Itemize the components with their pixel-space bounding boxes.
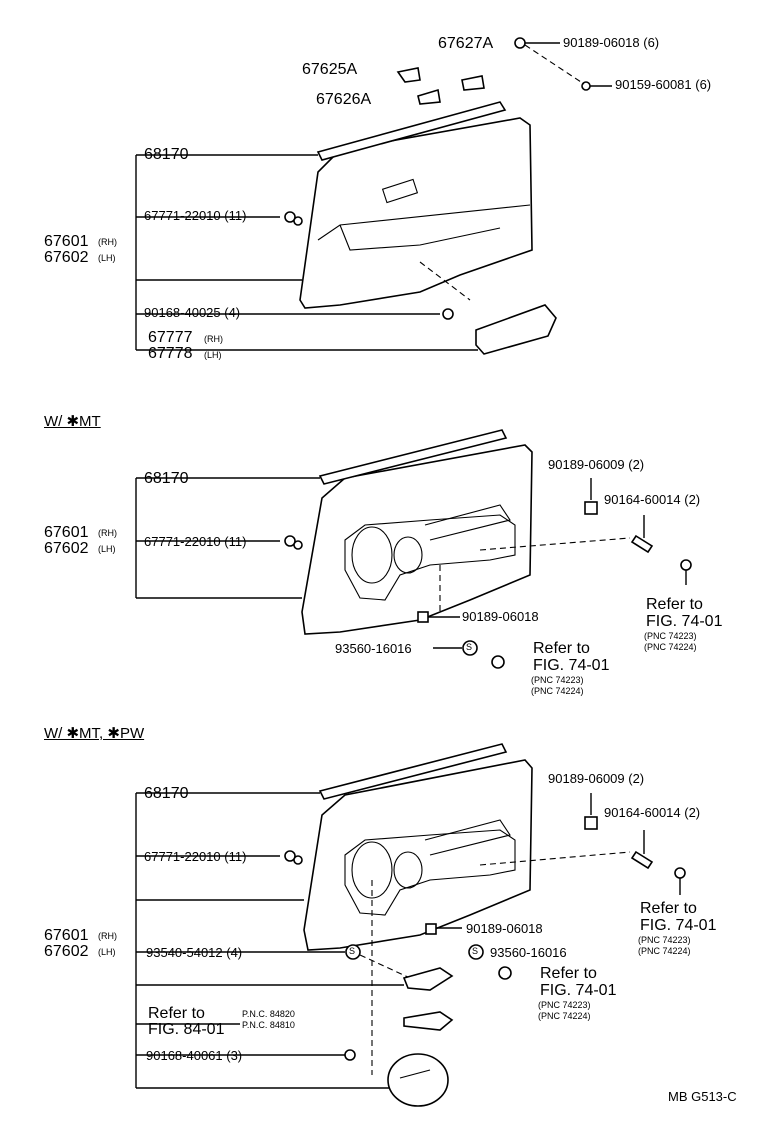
label-refer-to-3c: Refer to — [148, 1005, 205, 1022]
label-s-mark-3b: S — [472, 946, 479, 956]
clip-67771-22010-2 — [284, 535, 296, 547]
diagram-code: MB G513-C — [668, 1089, 737, 1104]
speaker-cover — [387, 1053, 449, 1107]
label-90168-40061-3: 90168-40061 (3) — [146, 1048, 243, 1063]
label-refer-to-2a: Refer to — [646, 596, 703, 613]
label-93560-16016-3: 93560-16016 — [490, 945, 567, 960]
bracket-67627A — [461, 75, 485, 91]
label-67601-3: 67601 — [44, 927, 89, 944]
label-lh-67778: (LH) — [204, 350, 222, 360]
door-trim-panel-2 — [301, 444, 533, 635]
bracket-67626A — [417, 88, 441, 105]
label-fig-74-01-3b: FIG. 74-01 — [540, 982, 617, 999]
label-67627A: 67627A — [438, 35, 494, 52]
label-67626A: 67626A — [316, 91, 372, 108]
clip-90189-06018 — [514, 37, 526, 49]
label-93540-54012-4: 93540-54012 (4) — [146, 945, 243, 960]
armrest-67777 — [475, 304, 557, 355]
label-pnc-84820: P.N.C. 84820 — [242, 1009, 295, 1019]
clip-67771-22010-3 — [284, 850, 296, 862]
label-90189-06009-2: 90189-06009 (2) — [548, 457, 645, 472]
section-heading-3: W/ ✱MT, ✱PW — [44, 725, 145, 742]
label-67602-2: 67602 — [44, 540, 89, 557]
s-clip-93560 — [462, 640, 478, 656]
label-pnc-74223-3b: (PNC 74223) — [538, 1000, 591, 1010]
label-67771-22010-1: 67771-22010 (11) — [144, 208, 247, 223]
label-pnc-74223-3a: (PNC 74223) — [638, 935, 691, 945]
label-pnc-74223-2b: (PNC 74223) — [531, 675, 584, 685]
clip-90189-06009-3 — [584, 816, 598, 830]
s-clip-93540 — [345, 944, 361, 960]
door-trim-panel — [299, 117, 533, 309]
label-fig-84-01: FIG. 84-01 — [148, 1021, 225, 1038]
label-67777: 67777 — [148, 329, 193, 346]
label-67771-22010-3: 67771-22010 (11) — [144, 849, 247, 864]
label-90189-06018-6: 90189-06018 (6) — [563, 35, 660, 50]
weatherstrip-68170 — [316, 101, 507, 161]
clip-67771-22010 — [284, 211, 296, 223]
label-lh-2: (LH) — [98, 544, 116, 554]
label-lh-1: (LH) — [98, 253, 116, 263]
label-90164-60014-3: 90164-60014 (2) — [604, 805, 701, 820]
clip-90189-06018-2 — [417, 611, 429, 623]
label-rh-3: (RH) — [98, 931, 117, 941]
s-clip-93560-3 — [468, 944, 484, 960]
label-s-mark-2: S — [466, 642, 473, 652]
screw-90168-40025 — [442, 308, 454, 320]
label-67771-22010-2: 67771-22010 (11) — [144, 534, 247, 549]
label-67602-1: 67602 — [44, 249, 89, 266]
label-67601-1: 67601 — [44, 233, 89, 250]
clip-90189-06018-3 — [425, 923, 437, 935]
section-3-graphics — [135, 743, 686, 1107]
label-refer-to-2b: Refer to — [533, 640, 590, 657]
label-refer-to-3a: Refer to — [640, 900, 697, 917]
bracket-67625A — [396, 67, 421, 83]
label-rh-2: (RH) — [98, 528, 117, 538]
label-pnc-74223-2a: (PNC 74223) — [644, 631, 697, 641]
label-90189-06018-3: 90189-06018 — [466, 921, 543, 936]
label-67601-2: 67601 — [44, 524, 89, 541]
label-pnc-74224-3b: (PNC 74224) — [538, 1011, 591, 1021]
label-fig-74-01-2b: FIG. 74-01 — [533, 657, 610, 674]
label-pnc-74224-2b: (PNC 74224) — [531, 686, 584, 696]
section-1-graphics — [135, 37, 612, 355]
label-pnc-84810: P.N.C. 84810 — [242, 1020, 295, 1030]
label-93560-16016-2: 93560-16016 — [335, 641, 412, 656]
label-90168-40025-4: 90168-40025 (4) — [144, 305, 241, 320]
label-rh-67777: (RH) — [204, 334, 223, 344]
label-68170-1: 68170 — [144, 146, 189, 163]
weatherstrip-68170-2 — [318, 429, 508, 485]
label-68170-2: 68170 — [144, 470, 189, 487]
label-pnc-74224-2a: (PNC 74224) — [644, 642, 697, 652]
label-90189-06009-3: 90189-06009 (2) — [548, 771, 645, 786]
label-refer-to-3b: Refer to — [540, 965, 597, 982]
label-fig-74-01-3a: FIG. 74-01 — [640, 917, 717, 934]
switch-base — [402, 967, 454, 991]
label-90164-60014-2: 90164-60014 (2) — [604, 492, 701, 507]
weatherstrip-68170-3 — [318, 743, 508, 800]
power-window-switch — [403, 1011, 454, 1031]
section-2-graphics — [135, 429, 692, 669]
label-s-mark-3a: S — [349, 946, 356, 956]
label-68170-3: 68170 — [144, 785, 189, 802]
label-90159-60081-6: 90159-60081 (6) — [615, 77, 712, 92]
door-trim-panel-3 — [303, 759, 533, 951]
label-rh-1: (RH) — [98, 237, 117, 247]
label-90189-06018-2: 90189-06018 — [462, 609, 539, 624]
label-67778: 67778 — [148, 345, 193, 362]
label-67602-3: 67602 — [44, 943, 89, 960]
screw-90168-40061 — [344, 1049, 356, 1061]
clip-90189-06009 — [584, 501, 598, 515]
label-pnc-74224-3a: (PNC 74224) — [638, 946, 691, 956]
label-67625A: 67625A — [302, 61, 358, 78]
screw-90159-60081 — [581, 81, 591, 91]
section-heading-2: W/ ✱MT — [44, 413, 101, 430]
label-lh-3: (LH) — [98, 947, 116, 957]
screw-90164-60014-3 — [630, 850, 654, 870]
screw-90164-60014 — [630, 534, 654, 554]
label-fig-74-01-2a: FIG. 74-01 — [646, 613, 723, 630]
